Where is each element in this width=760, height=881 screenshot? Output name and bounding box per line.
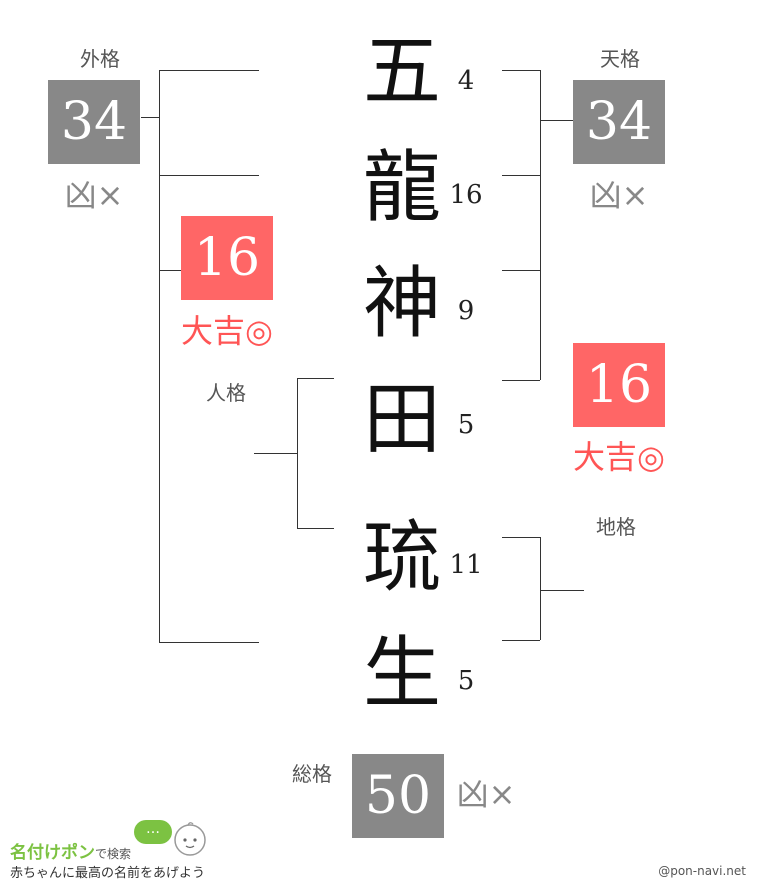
gaikaku-verdict: 凶× [64, 176, 124, 214]
chikaku-verdict: 大吉◎ [573, 438, 665, 476]
footer-site[interactable]: @pon-navi.net [658, 864, 746, 878]
gaikaku-label: 外格 [80, 47, 120, 71]
tenkaku-connector [540, 120, 573, 121]
name-char-3: 神 [362, 259, 441, 349]
jinkaku-bracket-spine [297, 378, 298, 528]
stroke-count-6: 5 [457, 666, 475, 696]
stroke-count-4: 5 [457, 410, 475, 440]
tenkaku-bracket-tick-3 [502, 270, 540, 271]
gaikaku-bracket-bottom [159, 642, 259, 643]
stroke-count-2: 16 [449, 180, 483, 210]
jinkaku-bracket-bottom [297, 528, 334, 529]
chat-bubble-icon: … [134, 820, 172, 844]
gaikaku-bracket-tick-2 [159, 175, 259, 176]
footer-brand[interactable]: 名付けポンで検索 [10, 838, 131, 863]
jinkaku-verdict: 大吉◎ [181, 312, 273, 350]
chat-bubble-text: … [146, 821, 160, 837]
gaikaku-score-box: 34 [48, 80, 140, 164]
gaikaku-bracket-top [159, 70, 259, 71]
gaikaku-connector [141, 117, 159, 118]
jinkaku-bracket-connector [254, 453, 297, 454]
chikaku-connector [540, 590, 584, 591]
footer-brand-suffix: で検索 [95, 847, 132, 861]
footer-brand-name: 名付けポン [10, 843, 95, 863]
gaikaku-bracket-spine [159, 70, 160, 642]
stroke-count-1: 4 [457, 66, 475, 96]
name-char-1: 五 [362, 27, 441, 117]
soukaku-label: 総格 [292, 762, 332, 786]
tenkaku-bracket-top [502, 70, 540, 71]
chikaku-bracket-spine [540, 537, 541, 640]
stroke-count-5: 11 [449, 550, 483, 580]
jinkaku-bracket-top [297, 378, 334, 379]
chikaku-score-box: 16 [573, 343, 665, 427]
tenkaku-bracket-bottom [502, 380, 540, 381]
chikaku-bracket-top [502, 537, 540, 538]
footer-tagline: 赤ちゃんに最高の名前をあげよう [10, 866, 206, 881]
baby-face-icon [174, 822, 206, 856]
chikaku-bracket-bottom [502, 640, 540, 641]
jinkaku-left-connector [159, 270, 181, 271]
name-char-4: 田 [362, 375, 441, 465]
stroke-count-3: 9 [457, 296, 475, 326]
tenkaku-label: 天格 [600, 47, 640, 71]
soukaku-verdict: 凶× [456, 775, 516, 813]
tenkaku-bracket-tick-2 [502, 175, 540, 176]
tenkaku-bracket-spine [540, 70, 541, 380]
tenkaku-score-box: 34 [573, 80, 665, 164]
name-char-6: 生 [362, 629, 441, 719]
jinkaku-score-box: 16 [181, 216, 273, 300]
chikaku-label: 地格 [596, 515, 636, 539]
jinkaku-label: 人格 [206, 381, 246, 405]
name-char-2: 龍 [362, 143, 441, 233]
name-char-5: 琉 [362, 513, 441, 603]
soukaku-score-box: 50 [352, 754, 444, 838]
tenkaku-verdict: 凶× [589, 176, 649, 214]
